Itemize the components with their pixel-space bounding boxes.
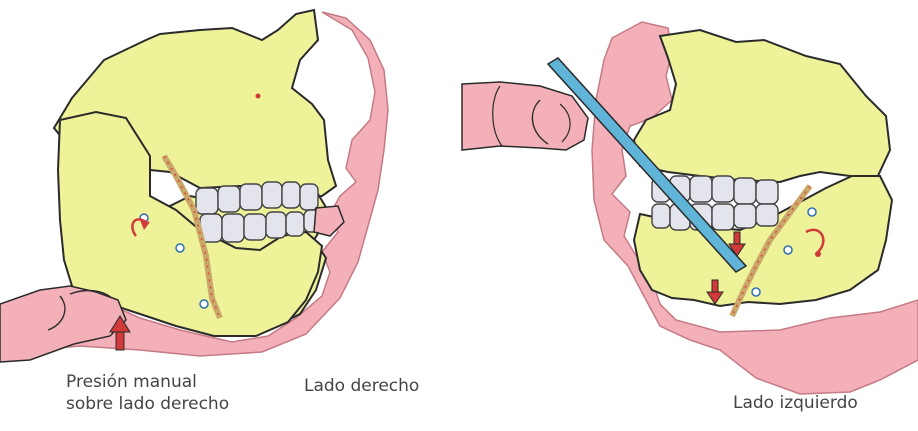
manual-pressure-line1: Presión manual	[66, 371, 229, 393]
left-side-figure	[462, 22, 918, 394]
point-marker-right	[256, 94, 261, 99]
right-side-label: Lado derecho	[304, 375, 419, 397]
manual-pressure-line2: sobre lado derecho	[66, 393, 229, 415]
manual-pressure-label: Presión manual sobre lado derecho	[66, 371, 229, 415]
skull-bone-left	[634, 30, 890, 182]
hand-right	[0, 286, 126, 362]
right-side-figure	[0, 10, 388, 362]
left-side-label: Lado izquierdo	[733, 392, 858, 414]
